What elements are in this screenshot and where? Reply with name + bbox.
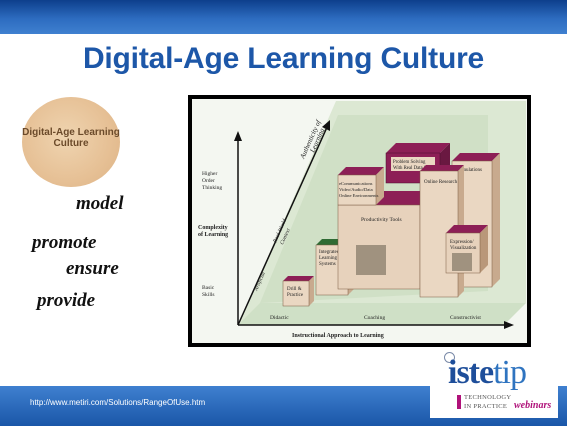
y-axis-label-1: Complexity (198, 225, 228, 231)
box-expression (445, 225, 488, 274)
y-high-3: Thinking (202, 185, 222, 191)
z-arrow-icon (322, 120, 330, 131)
box-label-drill-2: Practice (287, 293, 304, 298)
logo-tip: tip (493, 354, 527, 391)
x-tick-constructivist: Constructivist (450, 315, 481, 321)
box-label-online-research: Online Research (424, 180, 458, 185)
y-high-1: Higher (202, 171, 217, 177)
globe-icon (444, 352, 455, 363)
x-tick-coaching: Coaching (364, 315, 385, 321)
logo-line-technology: TECHNOLOGY (464, 394, 512, 401)
box-label-ecomm-1: eCommunications (339, 181, 373, 186)
y-arrow-icon (234, 131, 242, 141)
verb-ensure: ensure (66, 258, 119, 279)
logo-wordmark: istetip (448, 354, 527, 391)
verb-model: model (76, 193, 124, 214)
x-arrow-icon (504, 321, 514, 329)
slide-title: Digital-Age Learning Culture (82, 42, 485, 75)
source-url: http://www.metiri.com/Solutions/RangeOfU… (30, 398, 206, 407)
box-label-drill-1: Drill & (287, 287, 302, 292)
box-label-expression-2: Visualization (450, 246, 477, 251)
verb-promote: promote (32, 232, 97, 253)
verb-provide: provide (37, 290, 96, 311)
box-label-productivity: Productivity Tools (361, 217, 402, 223)
z-axis (237, 124, 329, 326)
istetip-logo: istetip TECHNOLOGY IN PRACTICE webinars (430, 350, 558, 418)
chart-svg: Drill & Practice Integrated Learning Sys… (192, 99, 527, 343)
range-of-use-chart: Drill & Practice Integrated Learning Sys… (188, 95, 531, 347)
badge-label: Digital-Age Learning Culture (22, 127, 120, 149)
box-label-integrated-2: Learning (319, 256, 338, 261)
box-label-problem-2: With Real Data Sets (393, 166, 432, 171)
logo-iste: iste (448, 354, 494, 391)
top-banner (0, 0, 567, 34)
culture-badge: Digital-Age Learning Culture (22, 97, 120, 187)
x-tick-didactic: Didactic (270, 315, 289, 321)
box-label-problem-1: Problem Solving (393, 160, 426, 165)
logo-accent-bar (457, 395, 461, 409)
box-label-ecomm-2: Video/Audio/Data (339, 187, 373, 192)
logo-line-webinars: webinars (514, 400, 552, 411)
y-low-1: Basic (202, 285, 215, 291)
y-high-2: Order (202, 178, 215, 184)
box-label-expression-1: Expression/ (450, 240, 474, 245)
box-productivity-tools (337, 191, 434, 290)
floor-plane (238, 303, 526, 325)
box-ecommunications (337, 167, 384, 206)
box-label-integrated-1: Integrated (319, 250, 340, 255)
logo-line-in-practice: IN PRACTICE (464, 403, 508, 410)
box-drill-practice (282, 276, 314, 307)
box-label-integrated-3: Systems (319, 262, 336, 267)
x-axis-label: Instructional Approach to Learning (292, 333, 384, 339)
box-label-simulations: Simulations (458, 168, 482, 173)
y-low-2: Skills (202, 292, 215, 298)
box-label-ecomm-3: Online Environments (339, 193, 379, 198)
y-axis-label-2: of Learning (198, 232, 228, 238)
